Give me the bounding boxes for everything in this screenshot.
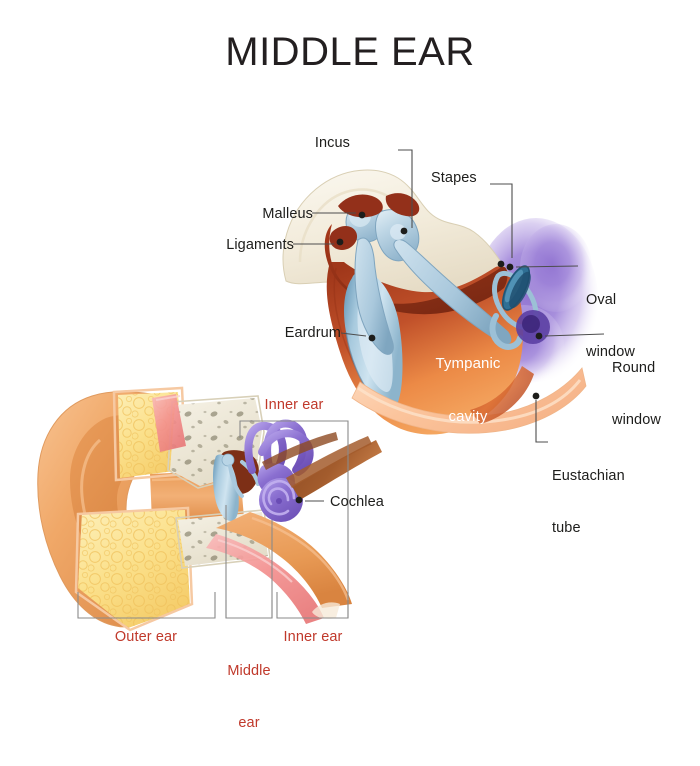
lower-diagram-group — [37, 386, 382, 632]
upper-diagram-group — [282, 169, 598, 435]
label-round-window: Round window — [612, 326, 661, 463]
label-round-window-line2: window — [612, 411, 661, 428]
auditory-nerve — [262, 432, 382, 500]
inner-ear-top-bracket — [239, 420, 349, 466]
middle-ear-bracket — [225, 600, 273, 619]
label-ligaments: Ligaments — [226, 237, 294, 253]
label-tympanic-line2: cavity — [448, 408, 488, 426]
inner-ear-bracket — [276, 592, 349, 619]
muscle-upper — [152, 394, 186, 452]
label-eustachian-line2: tube — [552, 519, 581, 536]
label-oval-window-line1: Oval — [586, 292, 617, 309]
label-round-window-line1: Round — [612, 360, 656, 377]
label-eustachian-line1: Eustachian — [552, 468, 625, 485]
label-oval-window-line2: window — [586, 343, 635, 360]
page-title: MIDDLE EAR — [225, 30, 475, 74]
label-oval-window: Oval window — [586, 258, 635, 395]
outer-ear-bracket — [77, 592, 216, 619]
label-eustachian-tube: Eustachian tube — [552, 434, 625, 571]
diagram-canvas: MIDDLE EAR — [37, 30, 661, 731]
cochlea-spiral — [259, 478, 303, 522]
throat-tube — [216, 512, 352, 608]
label-outer-ear: Outer ear — [114, 629, 178, 645]
label-tympanic-line1: Tympanic — [435, 355, 501, 373]
label-cochlea: Cochlea — [330, 494, 384, 510]
label-stapes: Stapes — [431, 170, 477, 186]
muscle-throat — [206, 534, 324, 624]
label-inner-ear-bottom: Inner ear — [283, 629, 343, 645]
label-middle-ear-line2: ear — [238, 714, 260, 731]
label-incus: Incus — [314, 135, 350, 151]
oval-window-marker — [509, 271, 531, 309]
label-malleus: Malleus — [262, 206, 313, 222]
ligaments-shape — [329, 193, 420, 250]
label-inner-ear-top: Inner ear — [264, 397, 324, 413]
label-middle-ear: Middle ear — [219, 629, 279, 766]
cavity-taper — [470, 366, 534, 424]
region-brackets — [77, 420, 349, 619]
leader-lines — [293, 149, 605, 504]
incus-bone — [375, 209, 512, 345]
label-middle-ear-line1: Middle — [227, 663, 271, 680]
eustachian-tube-shape — [351, 367, 587, 434]
label-tympanic-cavity: Tympanic cavity — [408, 320, 528, 462]
anatomy-illustration — [37, 149, 605, 632]
label-eardrum: Eardrum — [284, 325, 341, 341]
